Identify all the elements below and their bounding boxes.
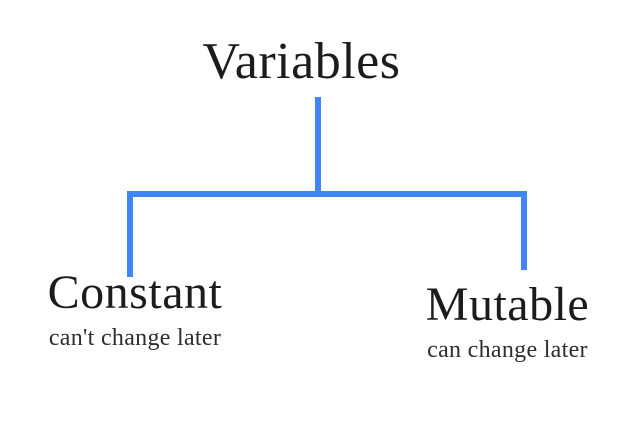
root-stem-connector-line [315,97,321,197]
left-branch-connector-line [127,191,133,277]
node-mutable-description: can change later [427,337,588,363]
right-branch-connector-line [521,191,527,270]
branch-horizontal-connector-line [127,191,527,197]
node-mutable: Mutable can change later [395,278,620,363]
node-constant-label: Constant [47,266,223,319]
node-constant: Constant can't change later [20,266,250,351]
root-node-label: Variables [202,33,401,90]
node-constant-description: can't change later [48,325,222,351]
node-mutable-label: Mutable [425,278,590,331]
